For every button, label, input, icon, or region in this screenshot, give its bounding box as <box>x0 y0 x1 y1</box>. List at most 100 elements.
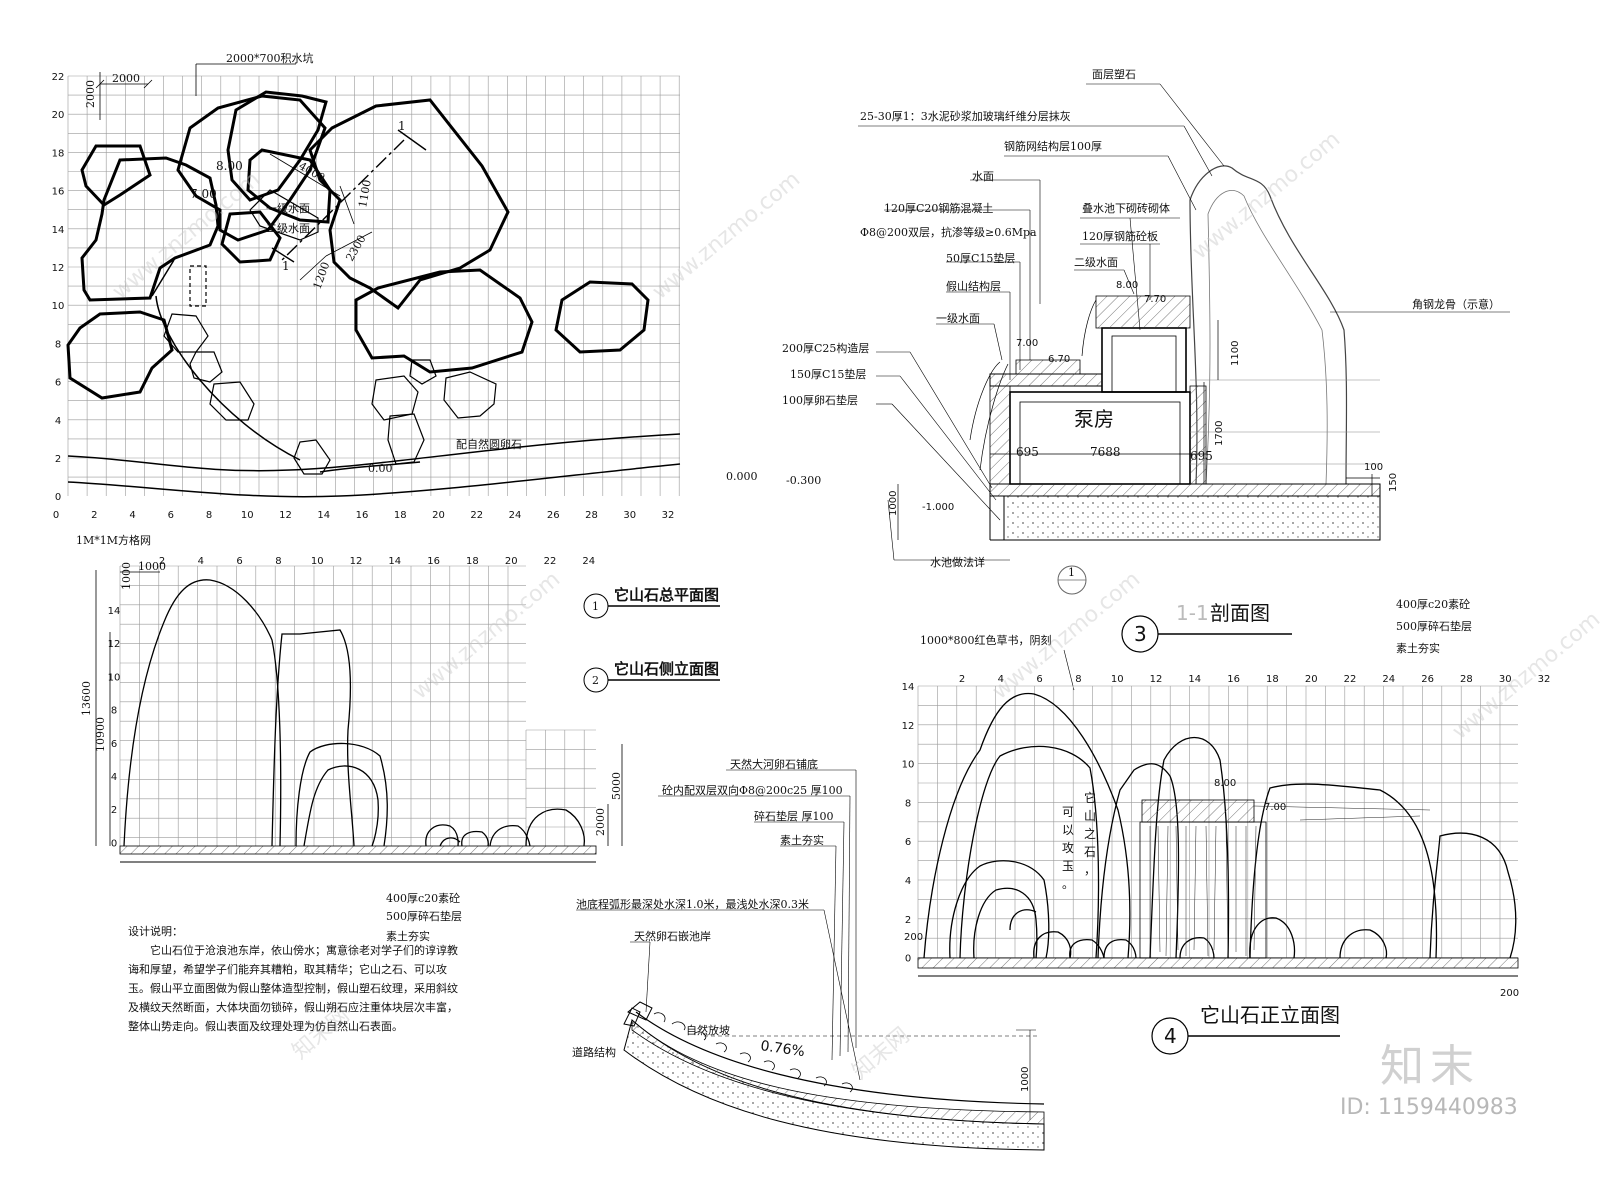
plan-y-tick: 14 <box>52 225 65 236</box>
side-x-tick: 8 <box>275 556 281 567</box>
section-label-water: 水面 <box>972 170 994 183</box>
side-y-tick: 2 <box>111 805 117 816</box>
legend-2-number: 2 <box>592 674 599 687</box>
front-x-tick: 22 <box>1344 674 1357 685</box>
plan-y-tick: 0 <box>55 492 61 503</box>
plan-x-tick: 24 <box>509 510 522 521</box>
front-waterfall <box>1139 799 1431 959</box>
plan-y-tick: 4 <box>55 416 61 427</box>
plan-x-tick: 20 <box>432 510 445 521</box>
design-notes-title: 设计说明： <box>128 925 183 938</box>
front-y-tick: 4 <box>905 876 911 887</box>
front-dim-200-right: 200 <box>1500 988 1519 999</box>
plan-y-tick: 6 <box>55 378 61 389</box>
side-x-tick: 22 <box>544 556 557 567</box>
inscription-char: 以 <box>1062 823 1074 837</box>
plan-x-tick: 8 <box>206 510 212 521</box>
section-dim-100: 100 <box>1364 462 1383 473</box>
section-dimensions <box>897 320 1380 540</box>
side-x-tick: 18 <box>466 556 479 567</box>
front-rocks <box>923 692 1517 959</box>
inscription-char: 山 <box>1084 809 1096 823</box>
front-x-tick: 32 <box>1538 674 1551 685</box>
section-label-slab: 120厚钢筋砼板 <box>1082 229 1158 243</box>
front-x-tick: 28 <box>1460 674 1473 685</box>
plan-dim-1100: 1100 <box>356 179 374 209</box>
side-dim-labels: 1000 1000 13600 10900 5000 2000 <box>80 560 623 836</box>
plan-pit-label: 2000*700积水坑 <box>226 51 314 65</box>
front-level-700: 7.00 <box>1264 802 1286 813</box>
inscription-char: 玉 <box>1062 859 1074 873</box>
side-dim-2000: 2000 <box>594 808 607 836</box>
plan-x-tick: 16 <box>356 510 369 521</box>
pond-detail: 天然大河卵石铺底 砼内配双层双向Φ8@200c25 厚100 碎石垫层 厚100… <box>572 757 1045 1151</box>
front-inscription-col2: 可以攻玉。 <box>1062 805 1074 891</box>
section-label-c15-150: 150厚C15垫层 <box>790 367 866 381</box>
front-spec-gravel: 500厚碎石垫层 <box>1396 619 1472 633</box>
section-label-mortar: 25-30厚1：3水泥砂浆加玻璃纤维分层抹灰 <box>860 109 1071 123</box>
section-dim-1100: 1100 <box>1230 341 1241 366</box>
pond-label-rebar: 砼内配双层双向Φ8@200c25 厚100 <box>662 783 843 797</box>
plan-y-tick: 12 <box>52 263 65 274</box>
front-x-tick: 30 <box>1499 674 1512 685</box>
pond-label-bank: 天然卵石嵌池岸 <box>634 929 711 943</box>
source-id: ID: 1159440983 <box>1340 1095 1518 1120</box>
plan-section-mark-a: 1 <box>398 119 406 133</box>
section-label-concrete: 120厚C20钢筋混凝土 <box>884 201 993 215</box>
front-x-tick: 14 <box>1188 674 1201 685</box>
inscription-char: 它 <box>1084 790 1096 805</box>
plan-x-tick: 22 <box>470 510 483 521</box>
side-y-tick: 4 <box>111 772 117 783</box>
section-level-700: 7.00 <box>1016 338 1038 349</box>
section-dim-695-left: 695 <box>1016 445 1039 459</box>
plan-pond-edges <box>67 259 681 498</box>
plan-y-tick: 18 <box>52 148 65 159</box>
plan-x-tick: 26 <box>547 510 560 521</box>
front-spec-soil: 素土夯实 <box>1396 641 1440 655</box>
base-spec-gravel: 500厚碎石垫层 <box>386 909 462 923</box>
side-x-tick: 10 <box>311 556 324 567</box>
section-label-water1: 一级水面 <box>936 312 980 325</box>
side-x-tick: 4 <box>198 556 204 567</box>
section-dim-1000: 1000 <box>888 491 899 516</box>
front-x-tick: 2 <box>959 674 965 685</box>
pond-label-slope: 自然放坡 <box>686 1023 730 1037</box>
base-spec-soil: 素土夯实 <box>386 929 430 943</box>
plan-small-stones <box>163 189 497 475</box>
brand-logo: 知末 <box>1380 1041 1480 1092</box>
front-y-tick: 12 <box>902 721 915 732</box>
section-label-brick: 叠水池下砌砖砌体 <box>1082 201 1170 215</box>
section-label-pebble: 100厚卵石垫层 <box>782 393 858 407</box>
pond-dim-1000: 1000 <box>1020 1067 1031 1092</box>
front-spec-concrete: 400厚c20素砼 <box>1396 598 1470 611</box>
section-level-800: 8.00 <box>1116 280 1138 291</box>
plan-y-tick: 22 <box>52 72 65 83</box>
inscription-char: 可 <box>1062 805 1074 819</box>
front-x-tick: 12 <box>1150 674 1163 685</box>
side-y-tick: 6 <box>111 739 117 750</box>
side-rocks <box>123 579 586 847</box>
plan-grid-note: 1M*1M方格网 <box>76 533 151 547</box>
plan-x-tick: 28 <box>585 510 598 521</box>
section-dim-695-right: 695 <box>1190 449 1213 463</box>
plan-x-tick: 2 <box>91 510 97 521</box>
view-legend: 1 它山石总平面图 2 它山石侧立面图 <box>583 586 720 693</box>
section-label-angle: 角钢龙骨（示意） <box>1412 297 1500 311</box>
front-x-tick: 6 <box>1036 674 1042 685</box>
side-x-tick: 6 <box>236 556 242 567</box>
watermark-2: www.znzmo.com <box>648 167 805 305</box>
section-label-top: 面层塑石 <box>1092 67 1136 81</box>
section-dim-150: 150 <box>1388 473 1399 492</box>
side-x-tick: 2 <box>159 556 165 567</box>
plan-y-tick: 2 <box>55 454 61 465</box>
side-y-tick: 14 <box>108 606 121 617</box>
pond-label-soil: 素土夯实 <box>780 833 824 847</box>
side-x-tick: 20 <box>505 556 518 567</box>
section-label-rebar: Φ8@200双层，抗渗等级≥0.6Mpa <box>860 225 1037 239</box>
plan-x-tick: 18 <box>394 510 407 521</box>
section-level-770: 7.70 <box>1144 294 1166 305</box>
